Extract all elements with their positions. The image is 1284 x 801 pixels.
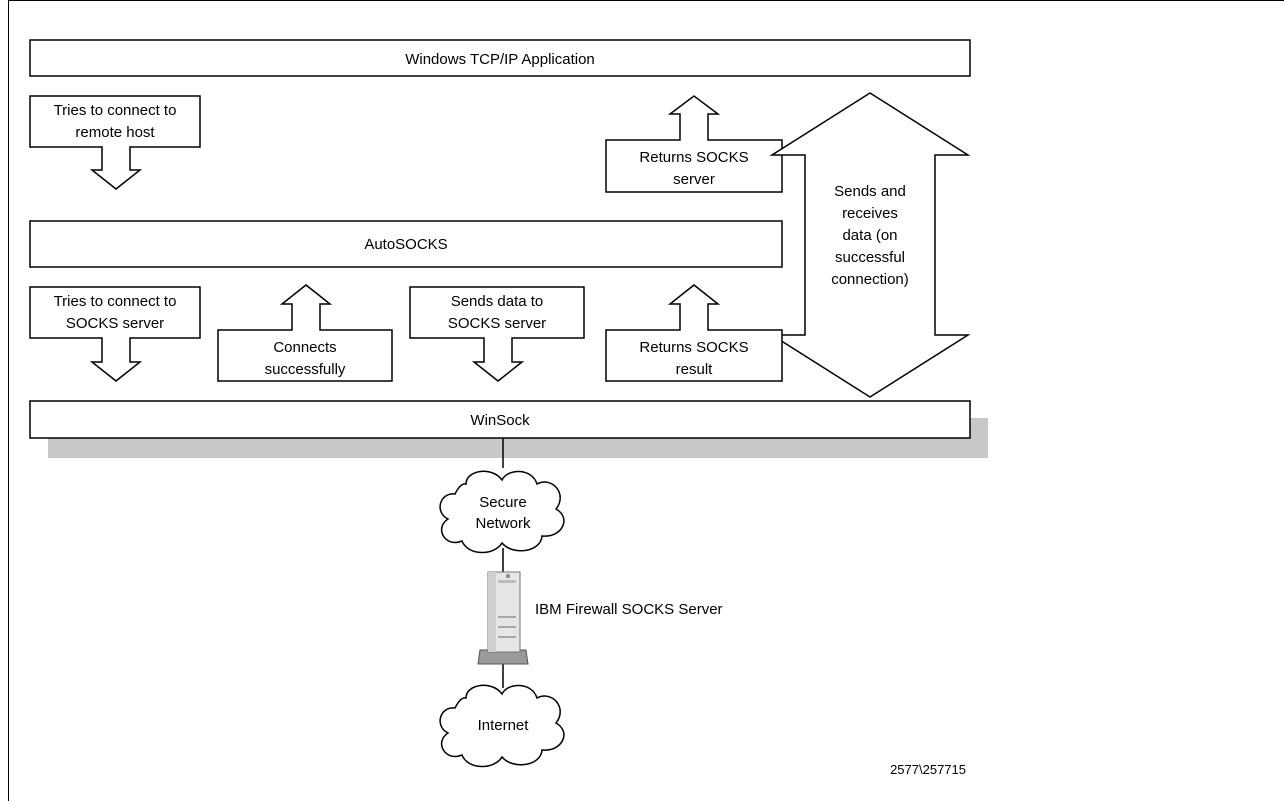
arrow-connects-line1: Connects [273, 339, 336, 356]
winsock-label: WinSock [470, 412, 530, 429]
double-arrow-line5: connection) [831, 271, 909, 288]
arrow-returns-result-line2: result [676, 361, 714, 378]
arrow-tries-remote-host: Tries to connect to remote host [29, 95, 201, 190]
winsock-layer: WinSock [29, 400, 988, 458]
arrow-returns-result-line1: Returns SOCKS [639, 339, 748, 356]
secure-network-cloud-icon: Secure Network [439, 470, 565, 554]
double-arrow-line4: successful [835, 249, 905, 266]
firewall-label: IBM Firewall SOCKS Server [535, 601, 723, 618]
arrow-tries-socks-server: Tries to connect to SOCKS server [29, 286, 201, 382]
internet-label: Internet [478, 717, 530, 734]
arrow-tries-remote-line2: remote host [75, 124, 155, 141]
figure-id: 2577\257715 [890, 762, 966, 777]
arrow-connects-line2: successfully [265, 361, 346, 378]
secure-network-line2: Network [475, 515, 531, 532]
arrow-tries-socks-line2: SOCKS server [66, 315, 164, 332]
arrow-returns-result: Returns SOCKS result [605, 284, 783, 382]
arrow-returns-server-line1: Returns SOCKS [639, 149, 748, 166]
autosocks-label: AutoSOCKS [364, 236, 447, 253]
arrow-tries-socks-line1: Tries to connect to [54, 293, 177, 310]
application-label: Windows TCP/IP Application [405, 51, 595, 68]
arrow-sends-data-line1: Sends data to [451, 293, 544, 310]
arrow-returns-server-line2: server [673, 171, 715, 188]
arrow-tries-remote-line1: Tries to connect to [54, 102, 177, 119]
arrow-returns-socks-server: Returns SOCKS server [605, 95, 783, 193]
autosocks-layer: AutoSOCKS [29, 220, 783, 268]
arrow-connects-successfully: Connects successfully [217, 284, 393, 382]
double-arrow-line2: receives [842, 205, 898, 222]
arrow-sends-data-line2: SOCKS server [448, 315, 546, 332]
arrow-sends-data: Sends data to SOCKS server [409, 286, 585, 382]
diagram-frame [8, 0, 1284, 801]
internet-cloud-icon: Internet [439, 684, 565, 768]
server-tower-icon [477, 571, 529, 665]
application-layer: Windows TCP/IP Application [29, 39, 971, 77]
double-arrow-line1: Sends and [834, 183, 906, 200]
double-arrow-sends-receives: Sends and receives data (on successful c… [769, 92, 971, 398]
secure-network-line1: Secure [479, 494, 527, 511]
double-arrow-line3: data (on [842, 227, 897, 244]
